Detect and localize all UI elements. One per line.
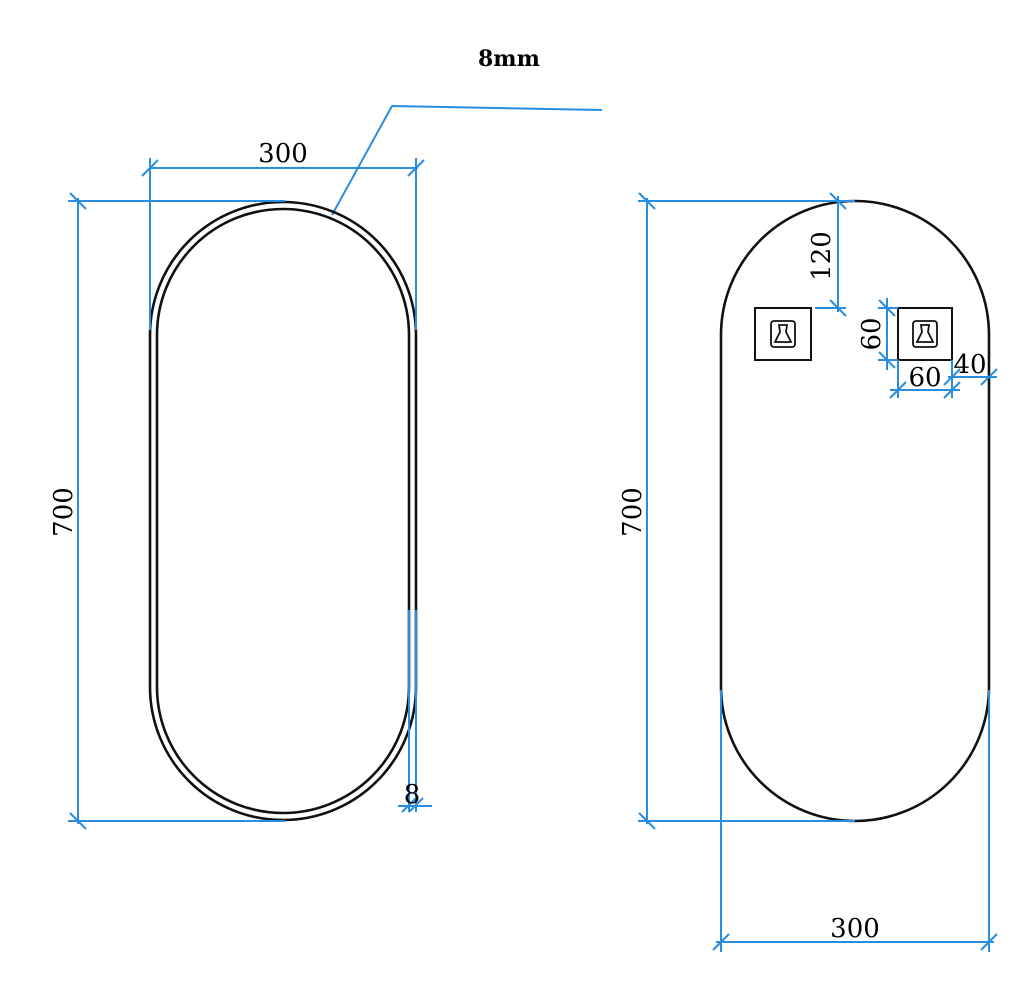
hanger-right: [897, 307, 953, 361]
front-view: 300 700 8: [49, 139, 432, 830]
front-width-tick-right: [407, 159, 425, 177]
front-height-tick-bottom: [69, 812, 87, 830]
back-height-label: 700: [618, 487, 648, 537]
hanger-side-offset-dimension: 40: [943, 350, 998, 386]
hanger-side-offset-label: 40: [953, 350, 986, 380]
back-width-label: 300: [830, 914, 880, 944]
hanger-width-dimension: 60: [889, 360, 961, 399]
thickness-note-label: 8mm: [478, 46, 540, 72]
hanger-height-tick-top: [878, 299, 896, 317]
hanger-side-offset-tick-left: [943, 368, 961, 386]
front-width-label: 300: [258, 139, 308, 169]
back-width-tick-left: [712, 933, 730, 951]
hanger-top-offset-dimension: 120: [807, 192, 847, 317]
back-height-dimension: 700: [618, 192, 855, 830]
hanger-left: [754, 307, 812, 361]
hook-slot-icon: [915, 324, 935, 343]
front-mirror-inner-outline: [155, 207, 411, 815]
hanger-height-dimension: 60: [857, 298, 898, 370]
thickness-note: 8mm: [331, 46, 603, 216]
front-frame-tick-left: [401, 797, 417, 813]
front-width-dimension: 300: [141, 139, 425, 330]
hook-slot-icon: [773, 324, 793, 343]
back-width-tick-right: [980, 933, 998, 951]
hanger-top-offset-tick-top: [829, 192, 847, 210]
thickness-leader-line: [331, 104, 603, 216]
hanger-height-label: 60: [857, 317, 887, 350]
front-mirror-outer-outline: [148, 200, 418, 822]
hanger-width-tick-right: [943, 381, 961, 399]
back-height-tick-top: [638, 192, 656, 210]
front-height-label: 700: [49, 487, 79, 537]
hanger-width-label: 60: [908, 363, 941, 393]
back-mirror-outline: [719, 199, 991, 823]
front-frame-label: 8: [404, 780, 421, 810]
hanger-height-tick-bottom: [878, 351, 896, 369]
front-frame-dimension: 8: [398, 610, 432, 813]
front-width-tick-left: [141, 159, 159, 177]
hanger-top-offset-label: 120: [807, 231, 837, 281]
front-height-dimension: 700: [49, 192, 285, 830]
back-view: 300 700 120 60: [618, 192, 998, 952]
hanger-top-offset-tick-bottom: [829, 299, 847, 317]
hanger-width-tick-left: [889, 381, 907, 399]
front-height-tick-top: [69, 192, 87, 210]
front-frame-tick-right: [408, 797, 424, 813]
back-height-tick-bottom: [638, 812, 656, 830]
hanger-side-offset-tick-right: [980, 368, 998, 386]
